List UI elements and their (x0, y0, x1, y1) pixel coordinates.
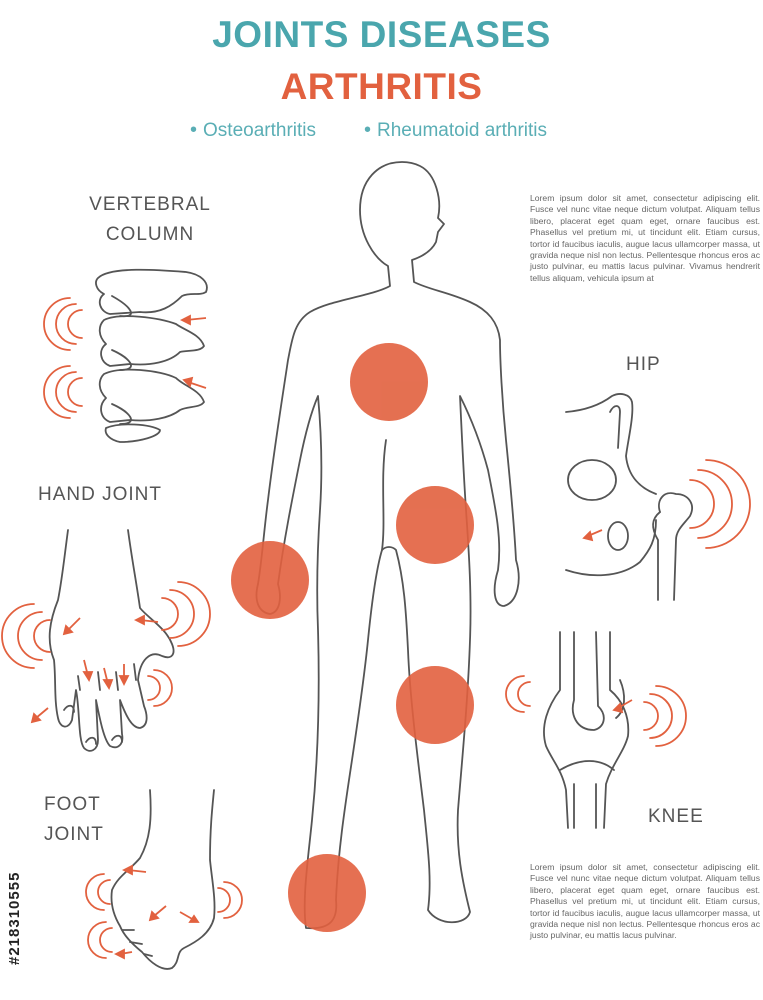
human-body-outline (255, 161, 520, 930)
label-foot-joint: FOOT JOINT (44, 790, 114, 850)
type-osteoarthritis: •Osteoarthritis (190, 119, 316, 142)
label-hand-joint: HAND JOINT (38, 484, 162, 505)
spot-foot (288, 854, 366, 932)
label-line: JOINT (44, 824, 104, 845)
pain-arrows (30, 314, 633, 960)
label-vertebral: VERTEBRAL COLUMN (70, 190, 230, 250)
spot-knee (396, 666, 474, 744)
label-line: VERTEBRAL (89, 194, 211, 215)
spot-hand (231, 541, 309, 619)
pain-arcs (1, 297, 751, 959)
bullet-dot-icon: • (190, 119, 198, 141)
description-bottom: Lorem ipsum dolor sit amet, consectetur … (530, 862, 760, 941)
label-line: FOOT (44, 794, 101, 815)
bullet-dot-icon: • (364, 119, 372, 141)
type-label: Rheumatoid arthritis (377, 120, 548, 141)
spot-hip (396, 486, 474, 564)
inflammation-spots (231, 343, 474, 932)
hip-drawing (565, 393, 693, 601)
hand-joint-drawing (48, 529, 175, 752)
page-title: JOINTS DISEASES (212, 14, 551, 55)
type-label: Osteoarthritis (203, 120, 316, 141)
label-line: COLUMN (105, 224, 195, 245)
description-top: Lorem ipsum dolor sit amet, consectetur … (530, 193, 760, 283)
label-hip: HIP (626, 354, 661, 375)
type-rheumatoid: •Rheumatoid arthritis (364, 119, 547, 142)
page-subtitle: ARTHRITIS (280, 66, 483, 107)
spot-spine (350, 343, 428, 421)
label-knee: KNEE (648, 806, 704, 827)
knee-drawing (543, 631, 630, 829)
vertebral-column-drawing (95, 268, 208, 443)
stock-id: #218310555 (6, 871, 23, 965)
foot-joint-drawing (110, 789, 216, 970)
